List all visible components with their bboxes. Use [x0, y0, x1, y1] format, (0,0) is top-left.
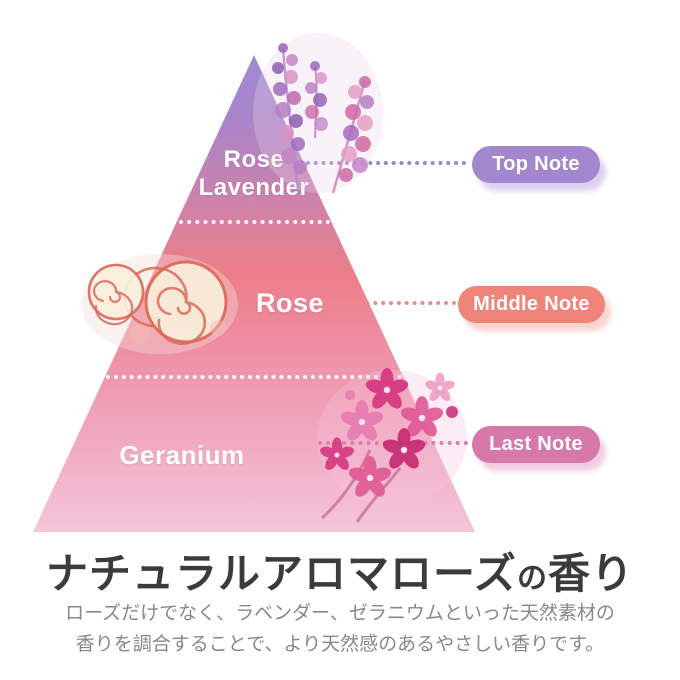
heading-suffix: 香り	[547, 550, 634, 597]
rose-illustration	[78, 246, 243, 366]
top-note-connector-line	[306, 161, 466, 165]
middle-note-connector-line	[334, 301, 456, 305]
top-ingredient-line1: Rose	[223, 146, 285, 173]
pyramid-top-ingredient-label: Rose Lavender	[154, 146, 354, 203]
last-note-badge: Last Note	[472, 426, 600, 463]
lavender-illustration	[243, 18, 393, 203]
top-note-badge: Top Note	[472, 146, 600, 183]
product-scent-heading: ナチュラルアロマローズの香り	[0, 540, 680, 601]
product-scent-description: ローズだけでなく、ラベンダー、ゼラニウムといった天然素材の 香りを調合することで…	[0, 599, 680, 661]
heading-main: ナチュラルアロマローズ	[46, 550, 517, 597]
description-line2: 香りを調合することで、より天然感のあるやさしい香りです。	[75, 633, 605, 655]
top-ingredient-line2: Lavender	[198, 174, 310, 202]
pyramid-section-divider-bottom	[106, 375, 402, 379]
heading-particle: の	[516, 562, 548, 595]
geranium-illustration	[262, 350, 477, 530]
pyramid-bottom-ingredient-label: Geranium	[119, 440, 245, 470]
pyramid-middle-ingredient-label: Rose	[255, 288, 325, 318]
pyramid-section-divider-top	[179, 220, 330, 224]
description-line1: ローズだけでなく、ラベンダー、ゼラニウムといった天然素材の	[65, 603, 615, 624]
middle-note-badge: Middle Note	[458, 286, 605, 323]
